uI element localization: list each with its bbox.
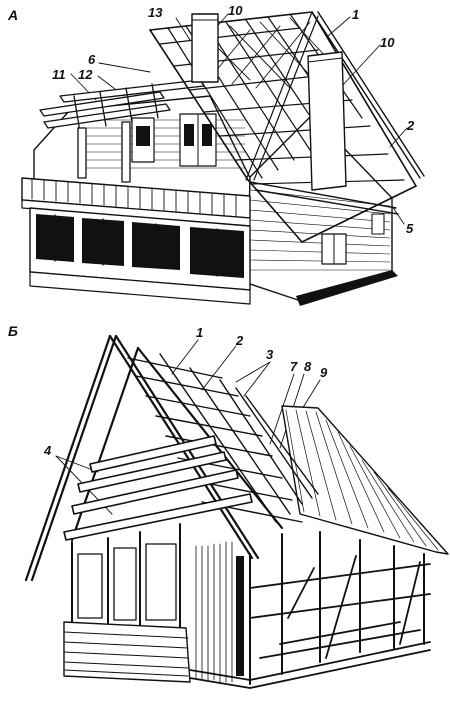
callout-a-6: 6 <box>88 52 96 67</box>
callout-a-1: 1 <box>352 7 360 22</box>
panel-b-drawing <box>24 334 449 689</box>
callout-b-9: 9 <box>320 365 328 380</box>
panel-a-letter: А <box>8 7 19 23</box>
callout-b-4: 4 <box>44 443 52 458</box>
panel-a-leader-lines <box>70 13 408 225</box>
panel-b-letter: Б <box>8 323 18 339</box>
panel-b-frame-house: Б 1 2 3 7 8 9 4 <box>0 318 450 711</box>
callout-b-2: 2 <box>236 333 244 348</box>
callout-a-13: 13 <box>148 5 163 20</box>
callout-a-11: 11 <box>52 67 66 82</box>
callout-b-7: 7 <box>290 359 298 374</box>
panel-a-house-with-rafters: А 13 10 1 10 6 11 12 2 5 <box>0 0 450 318</box>
callout-a-2: 2 <box>407 118 415 133</box>
callout-a-5: 5 <box>406 221 414 236</box>
panel-a-drawing <box>21 11 425 306</box>
callout-b-8: 8 <box>304 359 312 374</box>
callout-a-10-right: 10 <box>380 35 395 50</box>
callout-a-12: 12 <box>78 67 93 82</box>
callout-a-10-top: 10 <box>228 3 243 18</box>
callout-b-3: 3 <box>266 347 274 362</box>
callout-b-1: 1 <box>196 325 204 340</box>
